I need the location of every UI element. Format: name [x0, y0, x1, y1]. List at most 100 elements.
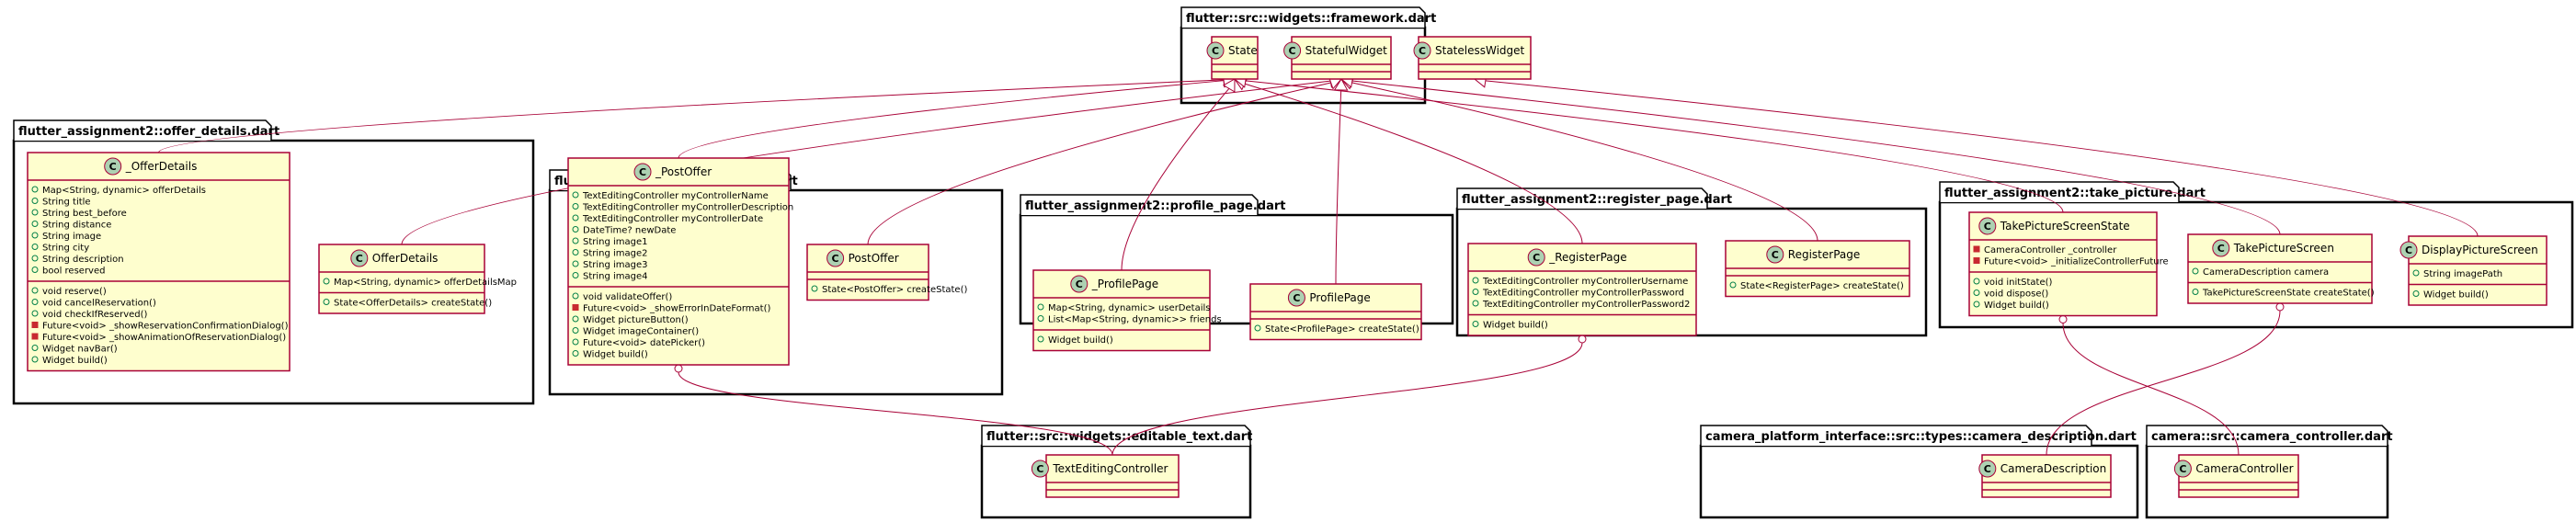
class-name-statefulwidget: StatefulWidget — [1305, 44, 1387, 57]
class-attribute: Map<String, dynamic> offerDetails — [42, 186, 206, 196]
class-attribute: bool reserved — [42, 267, 105, 277]
public-visibility-icon — [1973, 289, 1980, 296]
public-visibility-icon — [572, 214, 579, 221]
public-visibility-icon — [323, 278, 330, 285]
class-method: Widget build() — [1984, 301, 2049, 311]
class-box-offerdetails — [27, 152, 291, 372]
class-attribute: String distance — [42, 221, 111, 231]
package-label-camera-description: camera_platform_interface::src::types::c… — [1705, 430, 2137, 444]
class-badge-icon — [1766, 245, 1784, 264]
public-visibility-icon — [572, 237, 579, 244]
class-attribute: String image3 — [583, 260, 648, 270]
public-visibility-icon — [2412, 269, 2420, 277]
class-badge-icon — [1527, 248, 1545, 267]
public-visibility-icon — [1973, 278, 1980, 285]
class-badge-icon — [1283, 41, 1302, 60]
class-name-cameradescription: CameraDescription — [2000, 462, 2106, 475]
private-visibility-icon — [572, 304, 579, 311]
class-box-cameracontroller — [2178, 454, 2299, 498]
relation-profilepage-to-statefulwidget — [1333, 78, 1349, 285]
class-badge-letter: C — [639, 166, 646, 178]
class-badge-letter: C — [1419, 45, 1426, 57]
class-badge-letter: C — [109, 161, 117, 173]
class-method: State<PostOffer> createState() — [822, 285, 967, 295]
class-method: Widget build() — [583, 350, 648, 360]
class-method: void dispose() — [1984, 289, 2048, 300]
private-visibility-icon — [1973, 245, 1980, 253]
package-tab-framework — [1180, 6, 1426, 28]
public-visibility-icon — [31, 310, 39, 317]
class-name-offerdetails: OfferDetails — [372, 252, 439, 265]
class-badge-icon — [2173, 460, 2192, 478]
public-visibility-icon — [572, 191, 579, 199]
class-method: TakePictureScreenState createState() — [2202, 289, 2375, 299]
package-label-profile-page: flutter_assignment2::profile_page.dart — [1025, 199, 1286, 213]
public-visibility-icon — [1037, 303, 1044, 311]
class-method: Future<void> datePicker() — [583, 338, 705, 348]
public-visibility-icon — [572, 260, 579, 267]
class-badge-letter: C — [1533, 252, 1540, 264]
class-name-postoffer: PostOffer — [849, 252, 899, 265]
public-visibility-icon — [1472, 300, 1479, 307]
inheritance-edge — [1485, 80, 2479, 237]
class-method: Widget pictureButton() — [583, 315, 689, 325]
class-badge-letter: C — [2179, 463, 2186, 475]
public-visibility-icon — [1472, 289, 1479, 295]
class-attribute: String image4 — [583, 272, 648, 282]
public-visibility-icon — [31, 232, 39, 239]
class-attribute: Future<void> _initializeControllerFuture — [1984, 257, 2169, 267]
class-badge-letter: C — [356, 253, 363, 265]
class-attribute: String city — [42, 244, 89, 254]
class-box-statelesswidget — [1418, 36, 1532, 80]
public-visibility-icon — [572, 350, 579, 357]
relation-takepicturescreenstate-to-cameracontroller — [2058, 315, 2240, 456]
class-badge-letter: C — [1772, 249, 1779, 261]
package-label-framework: flutter::src::widgets::framework.dart — [1186, 12, 1436, 26]
public-visibility-icon — [1472, 321, 1479, 327]
class-method: void checkIfReserved() — [42, 310, 148, 320]
class-attribute: TextEditingController myControllerDate — [582, 214, 763, 224]
class-attribute: TextEditingController myControllerPasswo… — [1482, 300, 1690, 310]
package-tab-profile-page — [1020, 194, 1259, 215]
class-badge-letter: C — [1076, 278, 1083, 290]
class-method: void validateOffer() — [583, 292, 672, 302]
class-attribute: TextEditingController myControllerUserna… — [1482, 277, 1688, 287]
class-name-profilepage: _ProfilePage — [1091, 278, 1158, 290]
aggregation-edge — [678, 371, 1113, 456]
public-visibility-icon — [1729, 281, 1737, 289]
class-box-takepicturescreenstate — [1968, 211, 2158, 317]
class-method: Widget build() — [42, 356, 108, 366]
public-visibility-icon — [323, 299, 330, 305]
package-label-offer-details: flutter_assignment2::offer_details.dart — [18, 125, 279, 139]
inheritance-edge — [158, 79, 1225, 153]
package-label-register-page: flutter_assignment2::register_page.dart — [1462, 193, 1732, 207]
package-tab-camera-controller — [2146, 425, 2388, 446]
class-box-profilepage — [1032, 269, 1211, 352]
class-method: Widget build() — [1483, 321, 1548, 331]
public-visibility-icon — [31, 209, 39, 216]
class-box-registerpage — [1467, 243, 1697, 336]
package-tab-editable-text — [981, 425, 1251, 446]
inheritance-edge — [678, 80, 1225, 159]
inheritance-edge — [1121, 88, 1230, 271]
class-attribute: String title — [42, 198, 91, 208]
class-name-offerdetails: _OfferDetails — [125, 160, 198, 173]
class-box-displaypicturescreen — [2408, 235, 2548, 306]
class-method: Widget build() — [1048, 335, 1113, 346]
class-method: Widget navBar() — [42, 345, 118, 355]
class-box-postoffer — [567, 157, 790, 366]
class-attribute: String image — [42, 232, 101, 242]
class-badge-icon — [2399, 241, 2418, 259]
package-label-camera-controller: camera::src::camera_controller.dart — [2151, 430, 2393, 444]
class-name-cameracontroller: CameraController — [2195, 462, 2293, 475]
public-visibility-icon — [811, 285, 818, 292]
inheritance-edge — [1244, 83, 1583, 244]
